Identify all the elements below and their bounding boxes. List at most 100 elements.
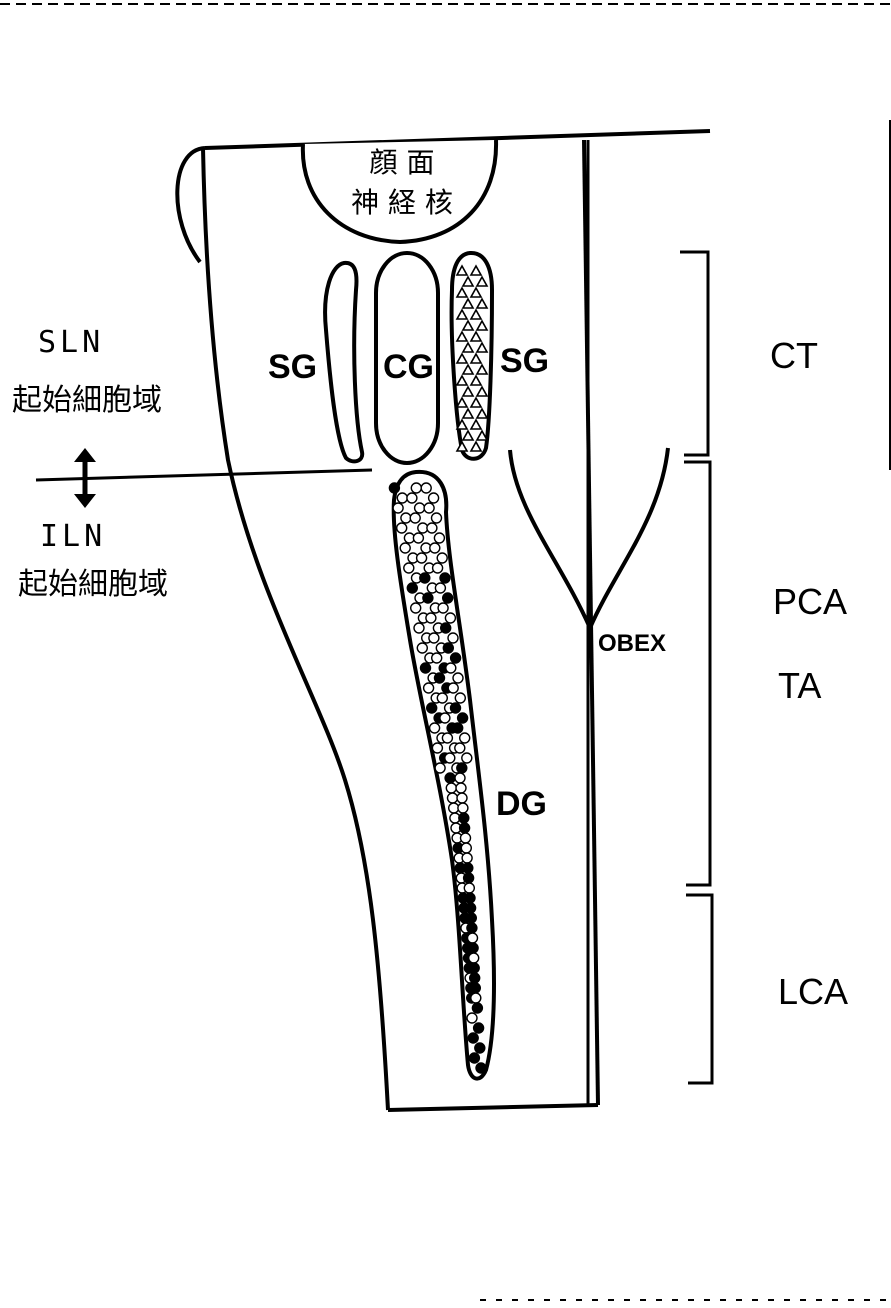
sln-origin-label: 起始細胞域 — [12, 383, 162, 418]
filled-cell-marker — [451, 653, 461, 663]
open-cell-marker — [455, 773, 465, 783]
open-cell-marker — [432, 743, 442, 753]
open-cell-marker — [457, 793, 467, 803]
sln-label: SLN — [38, 325, 104, 360]
pca-ta-bracket — [684, 462, 710, 885]
filled-cell-marker — [435, 673, 445, 683]
filled-cell-marker — [468, 1033, 478, 1043]
filled-cell-marker — [470, 973, 480, 983]
open-cell-marker — [438, 603, 448, 613]
open-cell-marker — [462, 753, 472, 763]
filled-cell-marker — [420, 573, 430, 583]
open-cell-marker — [468, 933, 478, 943]
open-cell-marker — [445, 613, 455, 623]
open-cell-marker — [458, 803, 468, 813]
filled-cell-marker — [465, 893, 475, 903]
open-cell-marker — [430, 723, 440, 733]
open-cell-marker — [453, 673, 463, 683]
pca-label: PCA — [773, 581, 847, 622]
cerebellar-lobe — [177, 148, 205, 262]
filled-cell-marker — [472, 1003, 482, 1013]
open-cell-marker — [437, 553, 447, 563]
filled-cell-marker — [389, 483, 399, 493]
filled-cell-marker — [407, 583, 417, 593]
open-cell-marker — [411, 603, 421, 613]
open-cell-marker — [455, 743, 465, 753]
filled-cell-marker — [427, 703, 437, 713]
open-cell-marker — [407, 493, 417, 503]
filled-cell-marker — [468, 943, 478, 953]
open-cell-marker — [440, 713, 450, 723]
filled-cell-marker — [423, 593, 433, 603]
filled-cell-marker — [463, 863, 473, 873]
open-cell-marker — [461, 843, 471, 853]
open-cell-marker — [401, 513, 411, 523]
open-cell-marker — [455, 693, 465, 703]
open-cell-marker — [461, 833, 471, 843]
open-cell-marker — [435, 763, 445, 773]
iln-origin-label: 起始細胞域 — [18, 567, 168, 602]
filled-cell-marker — [441, 623, 451, 633]
open-cell-marker — [410, 513, 420, 523]
open-cell-marker — [467, 1013, 477, 1023]
open-cell-marker — [426, 613, 436, 623]
facial-nucleus-label-1: 顔 面 — [370, 146, 435, 179]
ta-label: TA — [778, 665, 821, 706]
open-cell-marker — [430, 543, 440, 553]
open-cell-marker — [471, 993, 481, 1003]
open-cell-marker — [434, 533, 444, 543]
filled-cell-marker — [469, 963, 479, 973]
filled-cell-marker — [451, 703, 461, 713]
filled-cell-marker — [474, 1023, 484, 1033]
open-cell-marker — [427, 523, 437, 533]
open-cell-marker — [432, 513, 442, 523]
open-cell-marker — [397, 523, 407, 533]
facial-nucleus-label-2: 神 経 核 — [351, 186, 453, 219]
open-cell-marker — [414, 623, 424, 633]
filled-cell-marker — [443, 593, 453, 603]
open-cell-marker — [429, 633, 439, 643]
filled-cell-marker — [440, 573, 450, 583]
filled-cell-marker — [470, 983, 480, 993]
open-cell-marker — [413, 533, 423, 543]
open-cell-marker — [417, 553, 427, 563]
open-cell-marker — [397, 493, 407, 503]
open-cell-marker — [448, 683, 458, 693]
open-cell-marker — [448, 633, 458, 643]
filled-cell-marker — [475, 1043, 485, 1053]
brainstem-bottom-line — [388, 1105, 598, 1110]
open-cell-marker — [442, 733, 452, 743]
filled-cell-marker — [445, 773, 455, 783]
open-cell-marker — [435, 583, 445, 593]
open-cell-marker — [411, 483, 421, 493]
dg-label: DG — [496, 785, 547, 823]
open-cell-marker — [424, 683, 434, 693]
open-cell-marker — [469, 953, 479, 963]
open-cell-marker — [393, 503, 403, 513]
filled-cell-marker — [460, 823, 470, 833]
obex-label: OBEX — [598, 630, 666, 657]
filled-cell-marker — [464, 873, 474, 883]
filled-cell-marker — [457, 763, 467, 773]
brainstem-left-contour — [203, 148, 388, 1110]
filled-cell-marker — [466, 913, 476, 923]
filled-cell-marker — [459, 813, 469, 823]
open-cell-marker — [415, 503, 425, 513]
open-cell-marker — [404, 563, 414, 573]
open-cell-marker — [462, 853, 472, 863]
open-cell-marker — [437, 693, 447, 703]
open-cell-marker — [456, 783, 466, 793]
sg-right-label: SG — [500, 342, 549, 380]
open-cell-marker — [421, 483, 431, 493]
lca-label: LCA — [778, 971, 848, 1012]
open-cell-marker — [429, 493, 439, 503]
ct-bracket — [680, 252, 708, 455]
filled-cell-marker — [453, 723, 463, 733]
open-cell-marker — [424, 503, 434, 513]
open-cell-marker — [464, 883, 474, 893]
open-cell-marker — [448, 793, 458, 803]
ct-label: CT — [770, 335, 818, 376]
open-cell-marker — [433, 563, 443, 573]
